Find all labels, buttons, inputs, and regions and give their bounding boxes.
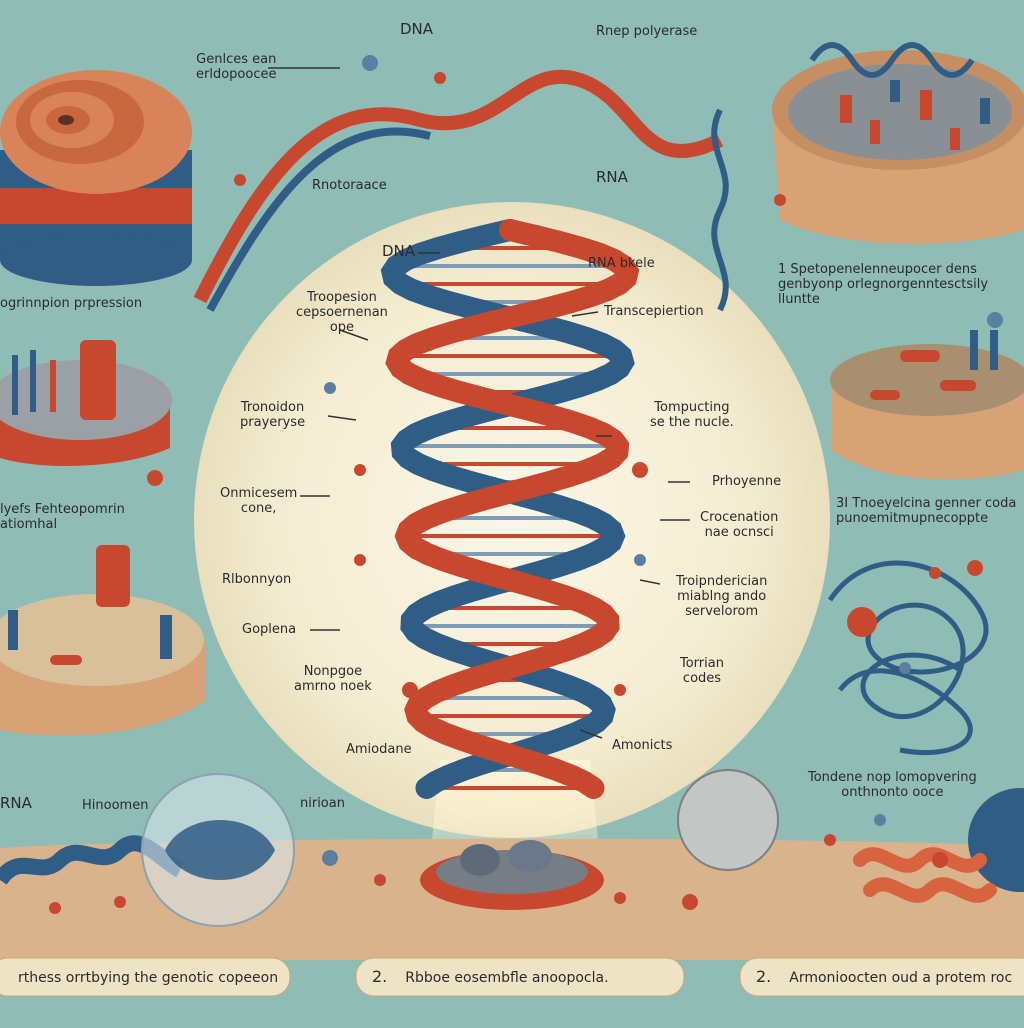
label-torrian: Torrian codes bbox=[680, 656, 724, 686]
label-left-process: ogrinnpion prpression bbox=[0, 296, 142, 311]
particle bbox=[434, 72, 446, 84]
particle bbox=[114, 896, 126, 908]
label-goplena: Goplena bbox=[242, 622, 296, 637]
particle bbox=[322, 850, 338, 866]
label-troopesion: Troopesion cepsoernenan ope bbox=[296, 290, 388, 335]
dish-topright bbox=[772, 45, 1024, 244]
label-transcepiertion: Transcepiertion bbox=[604, 304, 704, 319]
particle bbox=[374, 874, 386, 886]
particle bbox=[967, 560, 983, 576]
coiled-disc-topleft bbox=[0, 70, 192, 286]
label-troipnderician: Troipnderician miablng ando servelorom bbox=[676, 574, 767, 619]
particle bbox=[402, 682, 418, 698]
label-tronoidon: Tronoidon prayeryse bbox=[240, 400, 305, 430]
label-nonpgoe: Nonpgoe amrno noek bbox=[294, 664, 372, 694]
label-genes: Genlces ean erldopoocee bbox=[196, 52, 276, 82]
caption-3: 2. Armonioocten oud a protem roc bbox=[756, 962, 1024, 992]
caption-3-number: 2. bbox=[756, 967, 771, 986]
particle bbox=[874, 814, 886, 826]
particle bbox=[362, 55, 378, 71]
particle bbox=[632, 462, 648, 478]
label-center-dna: DNA bbox=[382, 244, 415, 259]
caption-2-text: Rbboe eosembfle anoopocla. bbox=[405, 970, 608, 986]
label-rnap-top: Rnep polyerase bbox=[596, 24, 697, 39]
label-prhoyenne: Prhoyenne bbox=[712, 474, 781, 489]
caption-2-number: 2. bbox=[372, 967, 387, 986]
label-ribonnyon: Rlbonnyon bbox=[222, 572, 291, 587]
label-nirioan: nirioan bbox=[300, 796, 345, 811]
protein-node bbox=[847, 607, 877, 637]
particle bbox=[929, 567, 941, 579]
label-left-mid: lyefs Fehteopomrin atiomhal bbox=[0, 502, 125, 532]
particle bbox=[824, 834, 836, 846]
label-rnotoraace: Rnotoraace bbox=[312, 178, 387, 193]
particle bbox=[354, 554, 366, 566]
label-dna-top: DNA bbox=[400, 22, 433, 37]
dish-left-lower bbox=[0, 545, 206, 736]
label-tondene: Tondene nop lomopvering onthnonto ooce bbox=[808, 770, 977, 800]
label-crocenation: Crocenation nae ocnsci bbox=[700, 510, 778, 540]
caption-1-text: rthess orrtbying the genotic copeeon bbox=[18, 970, 278, 986]
label-rna-bkele: RNA bkele bbox=[588, 256, 655, 271]
label-hinoomen: Hinoomen bbox=[82, 798, 148, 813]
label-onmicesem: Onmicesem cone, bbox=[220, 486, 297, 516]
particle bbox=[774, 194, 786, 206]
particle bbox=[234, 174, 246, 186]
dish-left-process bbox=[0, 340, 172, 466]
particle bbox=[634, 554, 646, 566]
dish-right-step1 bbox=[830, 330, 1024, 480]
particle bbox=[49, 902, 61, 914]
particle bbox=[899, 662, 911, 674]
particle bbox=[987, 312, 1003, 328]
glass-sphere bbox=[142, 774, 294, 926]
particle bbox=[614, 684, 626, 696]
label-tompucting: Tompucting se the nucle. bbox=[650, 400, 734, 430]
caption-3-text: Armonioocten oud a protem roc bbox=[789, 970, 1012, 986]
tangled-protein-right bbox=[830, 563, 986, 753]
label-rna-top: RNA bbox=[596, 170, 628, 185]
particle bbox=[682, 894, 698, 910]
particle bbox=[932, 852, 948, 868]
caption-2: 2. Rbboe eosembfle anoopocla. bbox=[372, 962, 682, 992]
particle bbox=[324, 382, 336, 394]
label-right-step3: 3I Tnoeyelcina genner coda punoemitmupne… bbox=[836, 496, 1016, 526]
particle bbox=[614, 892, 626, 904]
particle bbox=[147, 470, 163, 486]
label-rna-left: RNA bbox=[0, 796, 32, 811]
caption-1: rthess orrtbying the genotic copeeon bbox=[0, 962, 282, 992]
label-amonicts: Amonicts bbox=[612, 738, 672, 753]
label-amiodane: Amiodane bbox=[346, 742, 412, 757]
label-right-step1: 1 Spetopenelenneupocer dens genbyonp orl… bbox=[778, 262, 1024, 307]
particle bbox=[354, 464, 366, 476]
